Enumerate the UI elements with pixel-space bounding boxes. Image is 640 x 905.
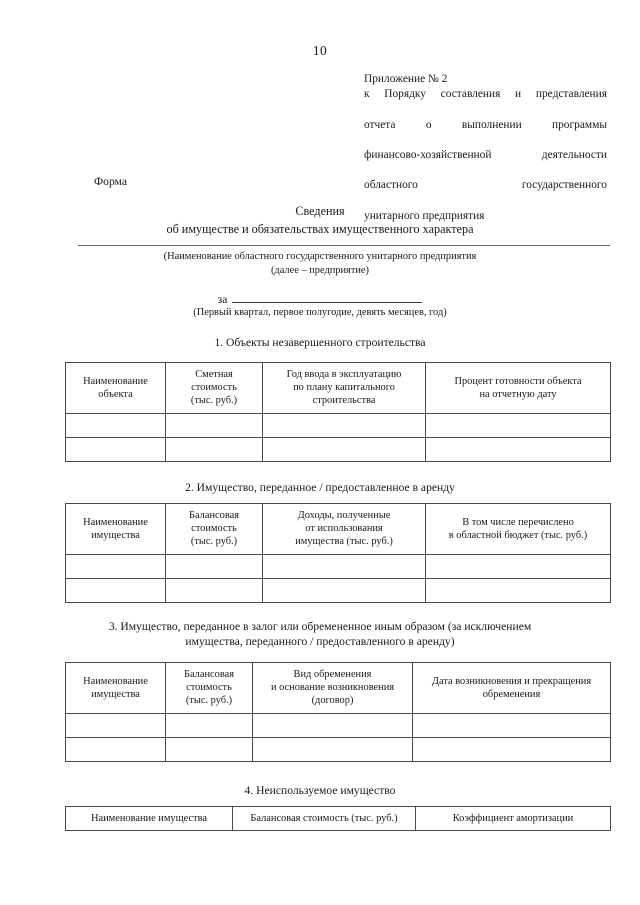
column-header-transferred-to-budget: В том числе перечислено в областной бюдж… [425, 503, 611, 555]
page-title-line-1: Сведения [295, 204, 345, 218]
table-cell[interactable] [65, 553, 166, 579]
table-row [65, 553, 611, 579]
table-cell[interactable] [262, 412, 426, 438]
section-heading-3: 3. Имущество, переданное в залог или обр… [0, 619, 640, 650]
table-cell[interactable] [65, 436, 166, 462]
table-cell[interactable] [252, 736, 413, 762]
enterprise-name-caption: (Наименование областного государственног… [0, 250, 640, 278]
table-cell[interactable] [165, 712, 253, 738]
table-leased-property: Наименование имущества Балансовая стоимо… [65, 503, 611, 603]
table-cell[interactable] [165, 553, 263, 579]
column-header-name: Наименование объекта [65, 362, 166, 414]
table-cell[interactable] [425, 553, 611, 579]
column-header-encumbrance-dates: Дата возникновения и прекращения обремен… [412, 662, 611, 714]
table-cell[interactable] [65, 412, 166, 438]
table-cell[interactable] [252, 712, 413, 738]
reporting-period-caption: (Первый квартал, первое полугодие, девят… [193, 307, 447, 318]
column-header-encumbrance-type: Вид обременения и основание возникновени… [252, 662, 413, 714]
page-title-line-2: об имуществе и обязательствах имуществен… [166, 221, 474, 236]
appendix-line-2: к Порядку составления и представления [364, 88, 607, 101]
section-heading-2: 2. Имущество, переданное / предоставленн… [185, 481, 455, 494]
table-cell[interactable] [65, 712, 166, 738]
form-label: Форма [94, 175, 127, 188]
table-cell[interactable] [165, 412, 263, 438]
column-header-book-value: Балансовая стоимость (тыс. руб.) [165, 662, 253, 714]
column-header-estimated-cost: Сметная стоимость (тыс. руб.) [165, 362, 263, 414]
table-cell[interactable] [65, 577, 166, 603]
enterprise-name-caption-line-1: (Наименование областного государственног… [163, 251, 477, 262]
column-header-depreciation-rate: Коэффициент амортизации [415, 805, 611, 832]
table-row [65, 412, 611, 438]
table-cell[interactable] [165, 736, 253, 762]
appendix-line-1: Приложение № 2 [364, 73, 448, 85]
page-number: 10 [312, 43, 328, 58]
table-cell[interactable] [262, 436, 426, 462]
table-cell[interactable] [425, 412, 611, 438]
table-cell[interactable] [425, 436, 611, 462]
table-cell[interactable] [165, 436, 263, 462]
table-cell[interactable] [425, 577, 611, 603]
table-cell[interactable] [262, 577, 426, 603]
reporting-period-input[interactable] [232, 291, 423, 303]
table-header-row: Наименование имущества Балансовая стоимо… [65, 503, 611, 555]
column-header-readiness-percent: Процент готовности объекта на отчетную д… [425, 362, 611, 414]
column-header-income-from-use: Доходы, полученные от использования имущ… [262, 503, 426, 555]
section-heading-4: 4. Неиспользуемое имущество [244, 784, 396, 797]
appendix-reference-block: Приложение № 2 к Порядку составления и п… [364, 72, 607, 224]
reporting-period-row: за [0, 291, 640, 307]
table-header-row: Наименование имущества Балансовая стоимо… [65, 805, 611, 832]
column-header-book-value: Балансовая стоимость (тыс. руб.) [165, 503, 263, 555]
column-header-book-value: Балансовая стоимость (тыс. руб.) [232, 805, 416, 832]
appendix-line-3: отчета о выполнении программы [364, 118, 607, 131]
appendix-line-6: унитарного предприятия [364, 209, 485, 222]
table-row [65, 736, 611, 762]
table-cell[interactable] [412, 736, 611, 762]
table-header-row: Наименование имущества Балансовая стоимо… [65, 662, 611, 714]
column-header-commissioning-year: Год ввода в эксплуатацию по плану капита… [262, 362, 426, 414]
table-cell[interactable] [165, 577, 263, 603]
appendix-line-5: областного государственного [364, 179, 607, 192]
table-cell[interactable] [262, 553, 426, 579]
table-row [65, 712, 611, 738]
period-prefix-label: за [217, 293, 228, 306]
table-header-row: Наименование объекта Сметная стоимость (… [65, 362, 611, 414]
table-row [65, 577, 611, 603]
table-cell[interactable] [65, 736, 166, 762]
table-row [65, 436, 611, 462]
title-divider [78, 245, 610, 246]
section-heading-1: 1. Объекты незавершенного строительства [214, 336, 426, 349]
table-cell[interactable] [412, 712, 611, 738]
column-header-property-name: Наименование имущества [65, 662, 166, 714]
appendix-line-4: финансово-хозяйственной деятельности [364, 149, 607, 162]
table-unfinished-construction: Наименование объекта Сметная стоимость (… [65, 362, 611, 462]
section-heading-3-line-2: имущества, переданного / предоставленног… [185, 635, 455, 649]
column-header-property-name: Наименование имущества [65, 805, 233, 832]
page-title: Сведения об имуществе и обязательствах и… [0, 203, 640, 238]
column-header-property-name: Наименование имущества [65, 503, 166, 555]
table-unused-property: Наименование имущества Балансовая стоимо… [65, 805, 611, 832]
enterprise-name-caption-line-2: (далее – предприятие) [270, 265, 370, 277]
table-pledged-property: Наименование имущества Балансовая стоимо… [65, 662, 611, 762]
section-heading-3-line-1: 3. Имущество, переданное в залог или обр… [108, 620, 532, 633]
